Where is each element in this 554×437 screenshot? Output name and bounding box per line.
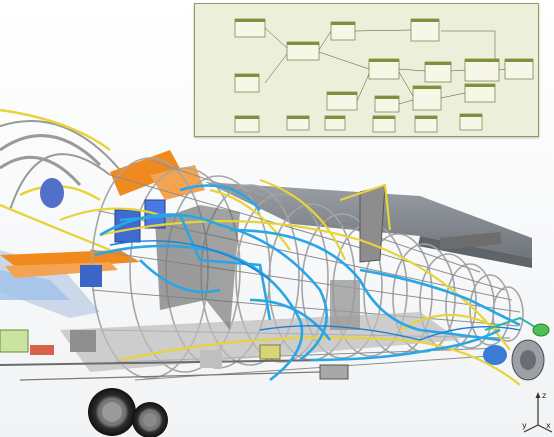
schematic-wire xyxy=(318,30,332,51)
structural-members xyxy=(155,185,502,330)
schematic-block[interactable] xyxy=(414,115,438,133)
nose-frames xyxy=(0,120,121,211)
small-components xyxy=(0,329,349,380)
schematic-wire xyxy=(356,73,370,102)
schematic-wire xyxy=(450,69,466,72)
schematic-block[interactable] xyxy=(234,18,266,38)
schematic-block[interactable] xyxy=(326,91,358,111)
green-connector xyxy=(532,323,550,337)
schematic-wire xyxy=(398,99,414,105)
schematic-block[interactable] xyxy=(504,58,534,80)
schematic-diagram-panel[interactable] xyxy=(194,3,539,137)
nose-component xyxy=(40,178,64,208)
schematic-block[interactable] xyxy=(368,58,400,80)
schematic-block[interactable] xyxy=(464,58,500,82)
blue-harness-secondary xyxy=(109,240,521,341)
schematic-block[interactable] xyxy=(324,115,346,131)
tail-section xyxy=(511,339,545,381)
schematic-wire xyxy=(354,29,412,32)
schematic-block[interactable] xyxy=(374,95,400,113)
axis-label-y: y xyxy=(522,421,527,430)
schematic-wire xyxy=(318,51,370,70)
teal-connector-run xyxy=(484,316,541,331)
schematic-wire xyxy=(498,68,506,71)
yellow-harness xyxy=(59,178,521,386)
schematic-wire xyxy=(398,68,426,72)
landing-gear xyxy=(88,388,168,437)
schematic-block[interactable] xyxy=(464,83,496,103)
schematic-block[interactable] xyxy=(286,41,320,61)
schematic-wire xyxy=(440,92,466,99)
schematic-diagram[interactable] xyxy=(195,4,540,138)
schematic-block[interactable] xyxy=(412,85,442,111)
schematic-block[interactable] xyxy=(410,18,440,42)
schematic-block[interactable] xyxy=(372,115,396,133)
schematic-wire xyxy=(398,71,414,97)
schematic-block[interactable] xyxy=(459,113,483,131)
axis-label-x: x xyxy=(546,421,551,430)
blue-equipment xyxy=(80,199,507,365)
axis-label-z: z xyxy=(542,391,547,400)
axis-triad-icon[interactable]: z x y xyxy=(520,370,554,437)
schematic-wire xyxy=(264,27,288,49)
schematic-block[interactable] xyxy=(424,61,452,83)
schematic-block[interactable] xyxy=(234,73,260,93)
schematic-block[interactable] xyxy=(234,115,260,133)
schematic-wire xyxy=(264,53,288,84)
schematic-block[interactable] xyxy=(286,115,310,131)
blue-harness xyxy=(94,184,521,382)
schematic-block[interactable] xyxy=(330,21,356,41)
